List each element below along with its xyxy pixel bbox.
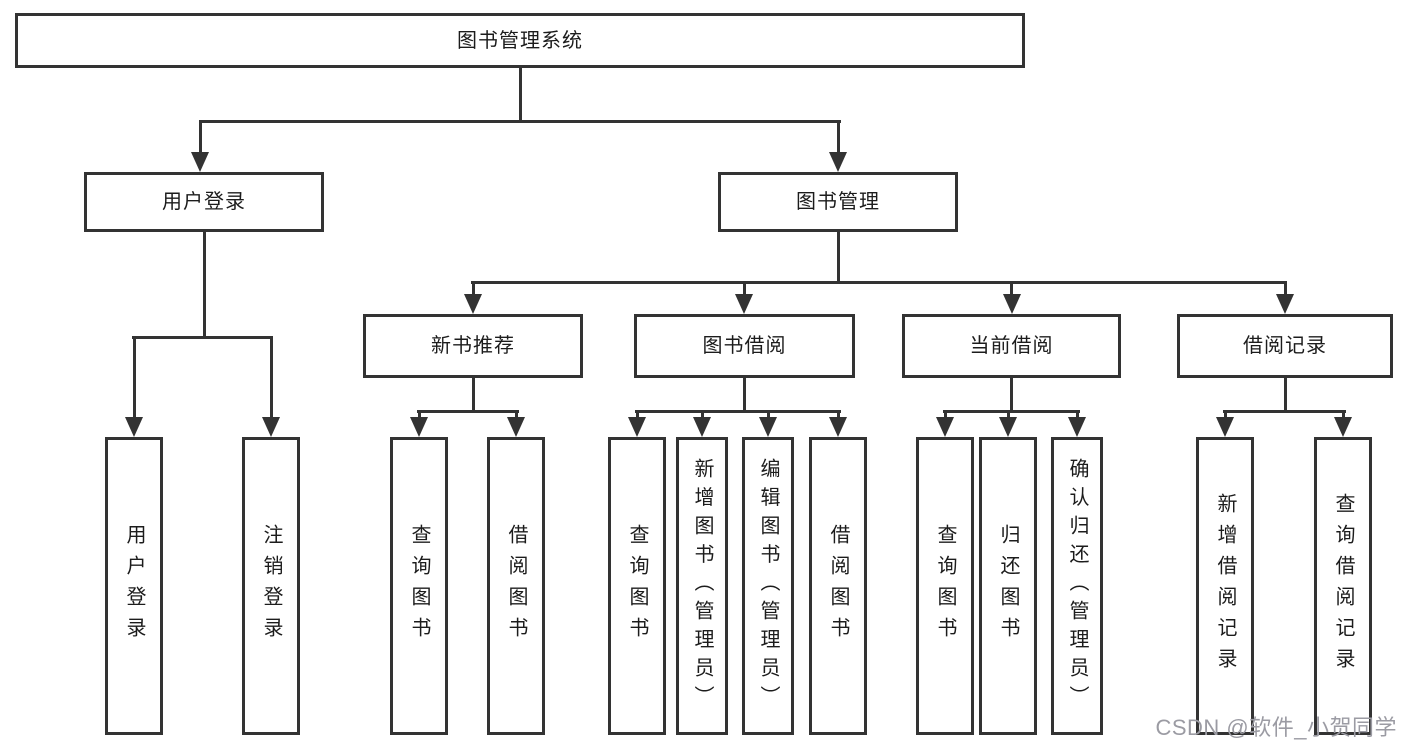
leaf-newbook-query-book-label: 查询图书: [408, 524, 430, 648]
csdn-watermark: CSDN @软件_小贺同学: [1155, 715, 1397, 740]
leaf-user-login: 用户登录: [105, 437, 163, 735]
node-new-book-recommend: 新书推荐: [363, 314, 583, 378]
leaf-current-return-book-label: 归还图书: [997, 524, 1019, 648]
arrowhead-borrow-3: [759, 417, 777, 437]
connector-drop-manage: [837, 120, 840, 154]
connector-drop-record: [1284, 281, 1287, 297]
leaf-newbook-query-book: 查询图书: [390, 437, 448, 735]
arrowhead-borrow-1: [628, 417, 646, 437]
node-root: 图书管理系统: [15, 13, 1025, 68]
arrowhead-current-3: [1068, 417, 1086, 437]
connector-drop-borrow-4: [837, 410, 840, 419]
connector-drop-current: [1010, 281, 1013, 297]
leaf-borrow-edit-book-admin: 编辑图书（管理员）: [742, 437, 794, 735]
connector-borrow-bar: [635, 410, 841, 413]
connector-root-bar: [199, 120, 841, 123]
arrowhead-leaf-login-1: [125, 417, 143, 437]
arrowhead-record-1: [1216, 417, 1234, 437]
connector-borrow-stem: [743, 378, 746, 413]
arrowhead-current-1: [936, 417, 954, 437]
node-user-login: 用户登录: [84, 172, 324, 232]
connector-drop-newbook: [472, 281, 475, 297]
arrowhead-newbook: [464, 294, 482, 314]
arrowhead-newbook-2: [507, 417, 525, 437]
arrowhead-newbook-1: [410, 417, 428, 437]
node-book-manage: 图书管理: [718, 172, 958, 232]
connector-record-bar: [1223, 410, 1346, 413]
leaf-record-query-record: 查询借阅记录: [1314, 437, 1372, 735]
arrowhead-record: [1276, 294, 1294, 314]
leaf-logout: 注销登录: [242, 437, 300, 735]
node-borrow-record-label: 借阅记录: [1243, 335, 1327, 357]
leaf-borrow-borrow-book-label: 借阅图书: [827, 524, 849, 648]
node-user-login-label: 用户登录: [162, 191, 246, 213]
arrowhead-leaf-login-2: [262, 417, 280, 437]
connector-login-stem: [203, 232, 206, 339]
leaf-newbook-borrow-book-label: 借阅图书: [505, 524, 527, 648]
arrowhead-current-2: [999, 417, 1017, 437]
connector-drop-login: [199, 120, 202, 154]
connector-drop-newbook-2: [515, 410, 518, 419]
connector-current-bar: [943, 410, 1080, 413]
leaf-current-return-book: 归还图书: [979, 437, 1037, 735]
connector-drop-borrow: [743, 281, 746, 297]
leaf-record-query-record-label: 查询借阅记录: [1332, 493, 1354, 679]
connector-record-stem: [1284, 378, 1287, 413]
leaf-newbook-borrow-book: 借阅图书: [487, 437, 545, 735]
leaf-record-add-record: 新增借阅记录: [1196, 437, 1254, 735]
leaf-user-login-label: 用户登录: [123, 524, 145, 648]
connector-newbook-stem: [472, 378, 475, 413]
connector-newbook-bar: [417, 410, 519, 413]
node-current-borrow: 当前借阅: [902, 314, 1121, 378]
node-book-borrow-label: 图书借阅: [702, 335, 787, 357]
node-borrow-record: 借阅记录: [1177, 314, 1393, 378]
leaf-borrow-edit-book-admin-label: 编辑图书（管理员）: [757, 458, 779, 714]
arrowhead-current: [1003, 294, 1021, 314]
arrowhead-record-2: [1334, 417, 1352, 437]
arrowhead-manage: [829, 152, 847, 172]
leaf-borrow-query-book-label: 查询图书: [626, 524, 648, 648]
connector-drop-borrow-2: [701, 410, 704, 419]
node-book-manage-label: 图书管理: [796, 191, 880, 213]
connector-drop-newbook-1: [418, 410, 421, 419]
connector-drop-borrow-3: [767, 410, 770, 419]
leaf-borrow-query-book: 查询图书: [608, 437, 666, 735]
connector-drop-record-2: [1342, 410, 1345, 419]
connector-drop-borrow-1: [636, 410, 639, 419]
arrowhead-login: [191, 152, 209, 172]
connector-current-stem: [1010, 378, 1013, 413]
leaf-logout-label: 注销登录: [260, 524, 282, 648]
connector-drop-current-3: [1076, 410, 1079, 419]
connector-drop-leaf-login-2: [270, 336, 273, 419]
leaf-borrow-add-book-admin-label: 新增图书（管理员）: [691, 458, 713, 714]
node-new-book-recommend-label: 新书推荐: [431, 335, 515, 357]
leaf-borrow-borrow-book: 借阅图书: [809, 437, 867, 735]
connector-manage-bar: [471, 281, 1287, 284]
leaf-current-query-book-label: 查询图书: [934, 524, 956, 648]
arrowhead-borrow-2: [693, 417, 711, 437]
connector-drop-record-1: [1224, 410, 1227, 419]
connector-drop-current-1: [944, 410, 947, 419]
node-book-borrow: 图书借阅: [634, 314, 855, 378]
connector-drop-current-2: [1007, 410, 1010, 419]
connector-login-bar: [132, 336, 273, 339]
leaf-current-confirm-return-admin-label: 确认归还（管理员）: [1066, 458, 1088, 714]
leaf-borrow-add-book-admin: 新增图书（管理员）: [676, 437, 728, 735]
node-root-label: 图书管理系统: [457, 29, 583, 52]
node-current-borrow-label: 当前借阅: [969, 335, 1054, 357]
connector-root-stem: [519, 68, 522, 122]
connector-manage-stem: [837, 232, 840, 284]
arrowhead-borrow-4: [829, 417, 847, 437]
leaf-current-query-book: 查询图书: [916, 437, 974, 735]
leaf-current-confirm-return-admin: 确认归还（管理员）: [1051, 437, 1103, 735]
arrowhead-borrow: [735, 294, 753, 314]
leaf-record-add-record-label: 新增借阅记录: [1214, 493, 1236, 679]
connector-drop-leaf-login-1: [133, 336, 136, 419]
